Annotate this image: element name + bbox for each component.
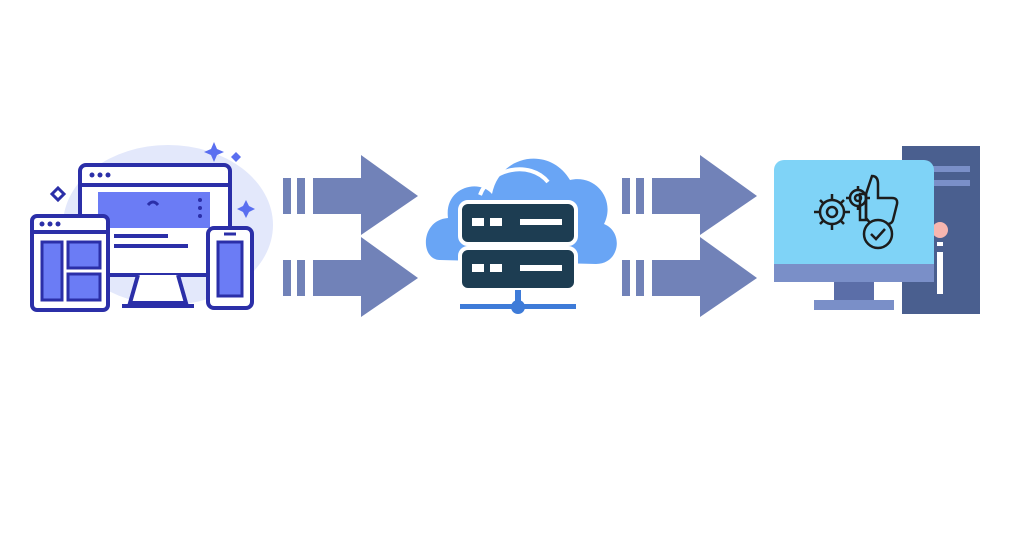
- desktop-settings-icon: [774, 146, 980, 314]
- responsive-devices-icon: [30, 142, 273, 312]
- arrow-right-icon: [622, 237, 757, 317]
- settings-gears-icon: [814, 174, 899, 250]
- cloud-server-icon: [425, 158, 617, 314]
- arrow-right-icon: [622, 155, 757, 235]
- arrow-right-icon: [283, 155, 418, 235]
- arrow-right-icon: [283, 237, 418, 317]
